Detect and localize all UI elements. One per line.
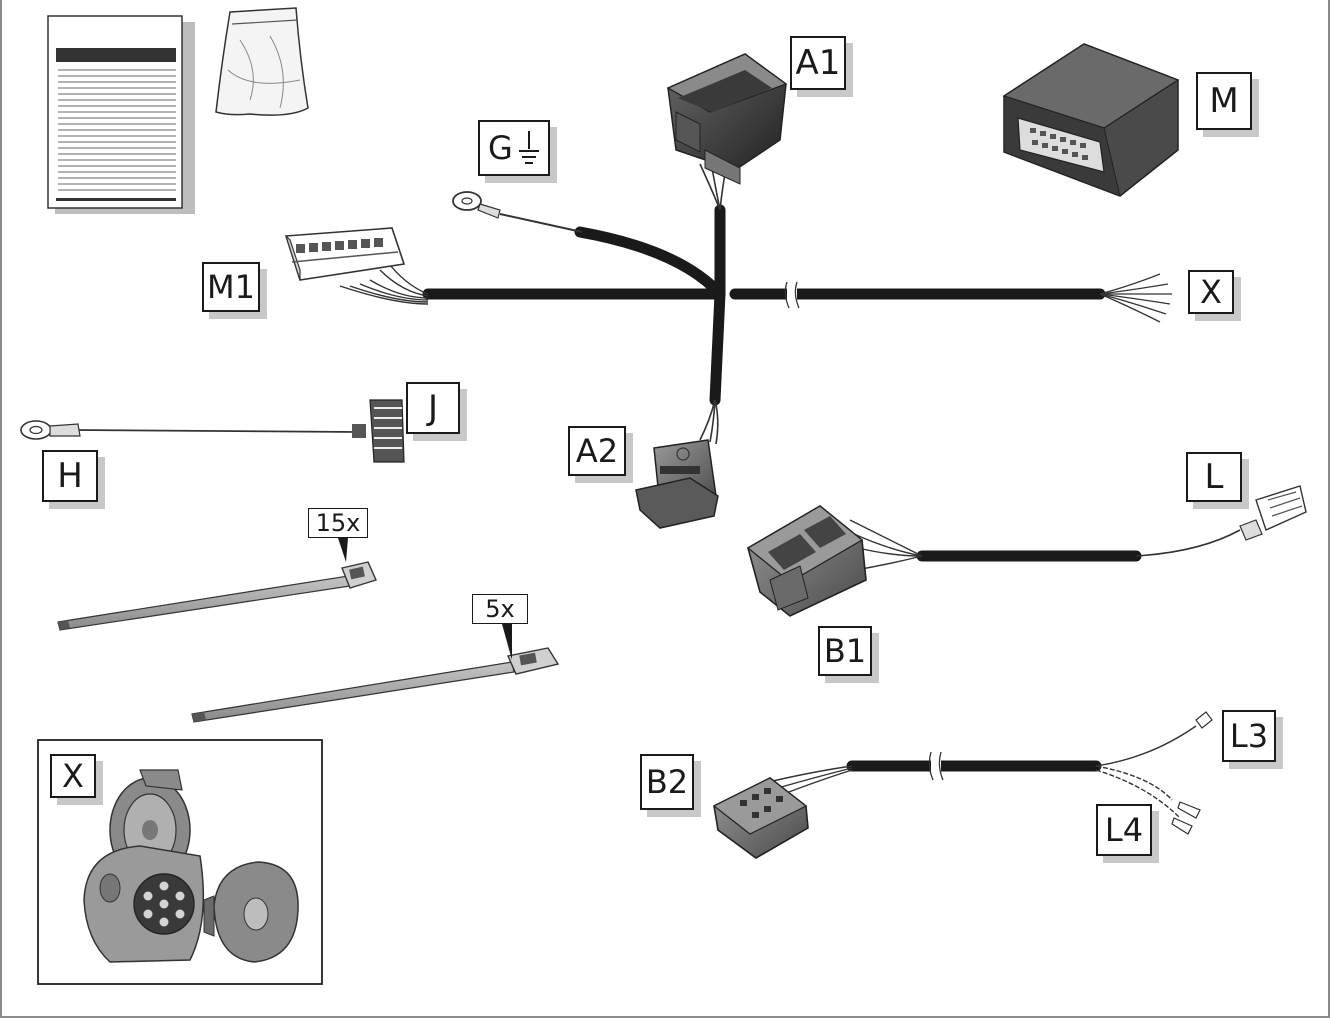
connector-m1: [284, 227, 429, 305]
cable-tie-icon: [191, 624, 560, 723]
label-j: J: [406, 382, 467, 441]
label-g: G: [478, 120, 557, 183]
connector-b1: [746, 505, 1241, 617]
label-h: H: [42, 450, 105, 509]
label-l4: L4: [1096, 804, 1159, 863]
label-a2: A2: [568, 426, 633, 483]
label-b2: B2: [640, 754, 701, 817]
label-a1: A1: [790, 36, 853, 97]
ground-eyelet: [452, 191, 583, 233]
connector-a1: [666, 53, 788, 211]
control-module-icon: [1002, 43, 1180, 197]
connector-a2: [635, 399, 719, 529]
label-m: M: [1196, 72, 1259, 137]
cable-break-mark: [784, 281, 800, 309]
plastic-bag-icon: [215, 7, 309, 116]
cable-tie-icon: [57, 538, 377, 631]
terminal-l: [1239, 485, 1307, 541]
label-m1: M1: [202, 262, 267, 319]
label-x-socket: X: [50, 754, 103, 805]
wire-fanout-x: [1099, 273, 1172, 323]
instruction-sheet-icon: [47, 15, 195, 214]
label-b1: B1: [818, 626, 879, 683]
label-x-main: X: [1188, 270, 1241, 321]
ground-wire-h: [20, 420, 366, 440]
terminal-block-j: [369, 399, 405, 463]
label-l3: L3: [1222, 710, 1283, 769]
main-harness: [422, 204, 1106, 406]
ground-symbol-icon: [518, 131, 539, 164]
connector-b2: [712, 711, 1213, 859]
label-l: L: [1186, 452, 1249, 509]
label-qty-15x: 15x: [308, 508, 368, 538]
label-qty-5x: 5x: [472, 594, 528, 624]
